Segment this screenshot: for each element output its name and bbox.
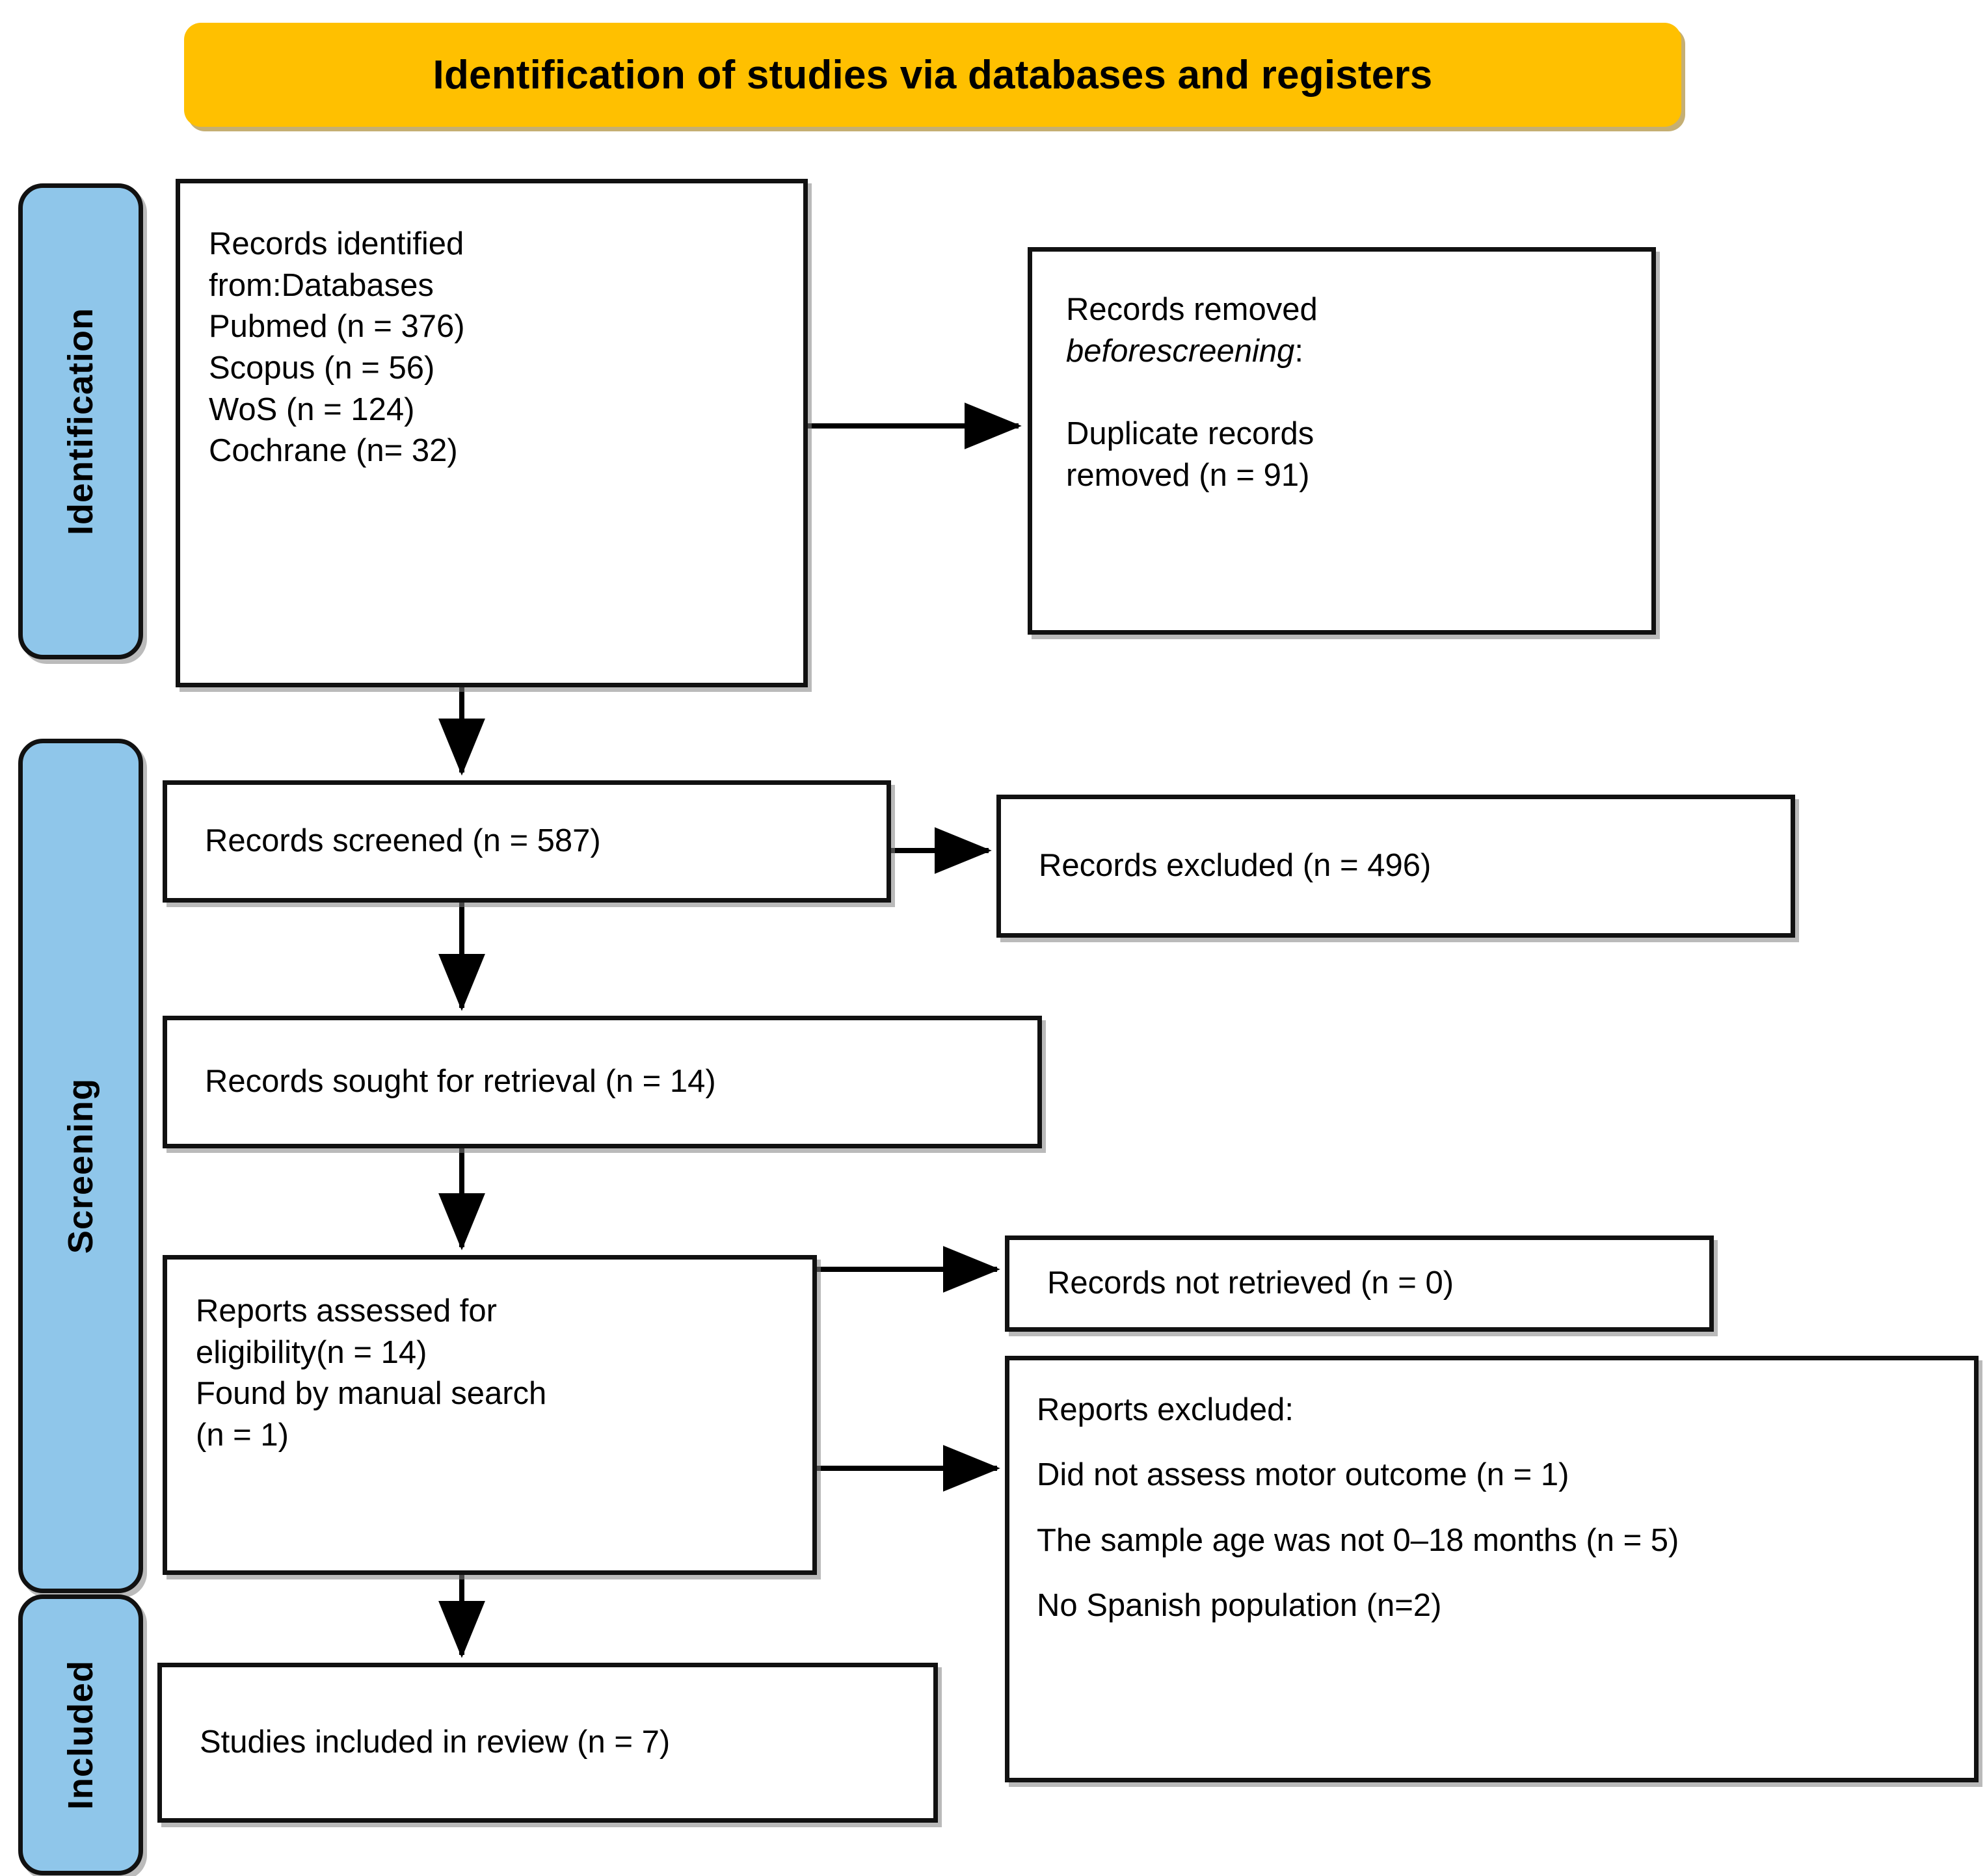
removed-line-2-italic: beforescreening — [1066, 333, 1295, 369]
box-reports-excluded: Reports excluded: Did not assess motor o… — [1005, 1356, 1979, 1782]
stage-bar-included: Included — [18, 1594, 143, 1875]
box-records-sought-for-retrieval: Records sought for retrieval (n = 14) — [163, 1016, 1042, 1148]
box-reports-assessed-text: Reports assessed for eligibility(n = 14)… — [196, 1293, 547, 1453]
page-title: Identification of studies via databases … — [433, 52, 1433, 98]
box-records-excluded-text: Records excluded (n = 496) — [1039, 848, 1432, 884]
box-studies-included-in-review: Studies included in review (n = 7) — [157, 1663, 938, 1823]
stage-bar-identification: Identification — [18, 183, 143, 659]
removed-line-4: removed (n = 91) — [1066, 457, 1310, 493]
box-records-identified-text: Records identified from:Databases Pubmed… — [209, 226, 465, 469]
box-records-not-retrieved: Records not retrieved (n = 0) — [1005, 1235, 1714, 1332]
stage-bar-screening: Screening — [18, 739, 143, 1593]
removed-line-1: Records removed — [1066, 292, 1318, 327]
removed-line-2-suffix: : — [1294, 333, 1304, 369]
removed-line-3: Duplicate records — [1066, 416, 1314, 452]
box-reports-excluded-text: Reports excluded: Did not assess motor o… — [1037, 1392, 1679, 1624]
stage-label-screening: Screening — [61, 1077, 100, 1254]
box-records-screened: Records screened (n = 587) — [163, 780, 891, 903]
box-records-excluded: Records excluded (n = 496) — [996, 795, 1795, 938]
stage-label-identification: Identification — [61, 308, 100, 535]
box-reports-assessed-for-eligibility: Reports assessed for eligibility(n = 14)… — [163, 1255, 817, 1575]
box-records-not-retrieved-text: Records not retrieved (n = 0) — [1047, 1265, 1454, 1301]
diagram-header-banner: Identification of studies via databases … — [184, 23, 1681, 127]
box-records-removed-text: Records removed beforescreening: Duplica… — [1032, 289, 1651, 496]
box-records-removed: Records removed beforescreening: Duplica… — [1028, 247, 1656, 635]
box-records-sought-text: Records sought for retrieval (n = 14) — [205, 1064, 716, 1100]
box-records-screened-text: Records screened (n = 587) — [205, 823, 601, 859]
box-records-identified: Records identified from:Databases Pubmed… — [176, 179, 808, 687]
box-studies-included-text: Studies included in review (n = 7) — [200, 1724, 671, 1760]
stage-label-included: Included — [61, 1659, 100, 1810]
